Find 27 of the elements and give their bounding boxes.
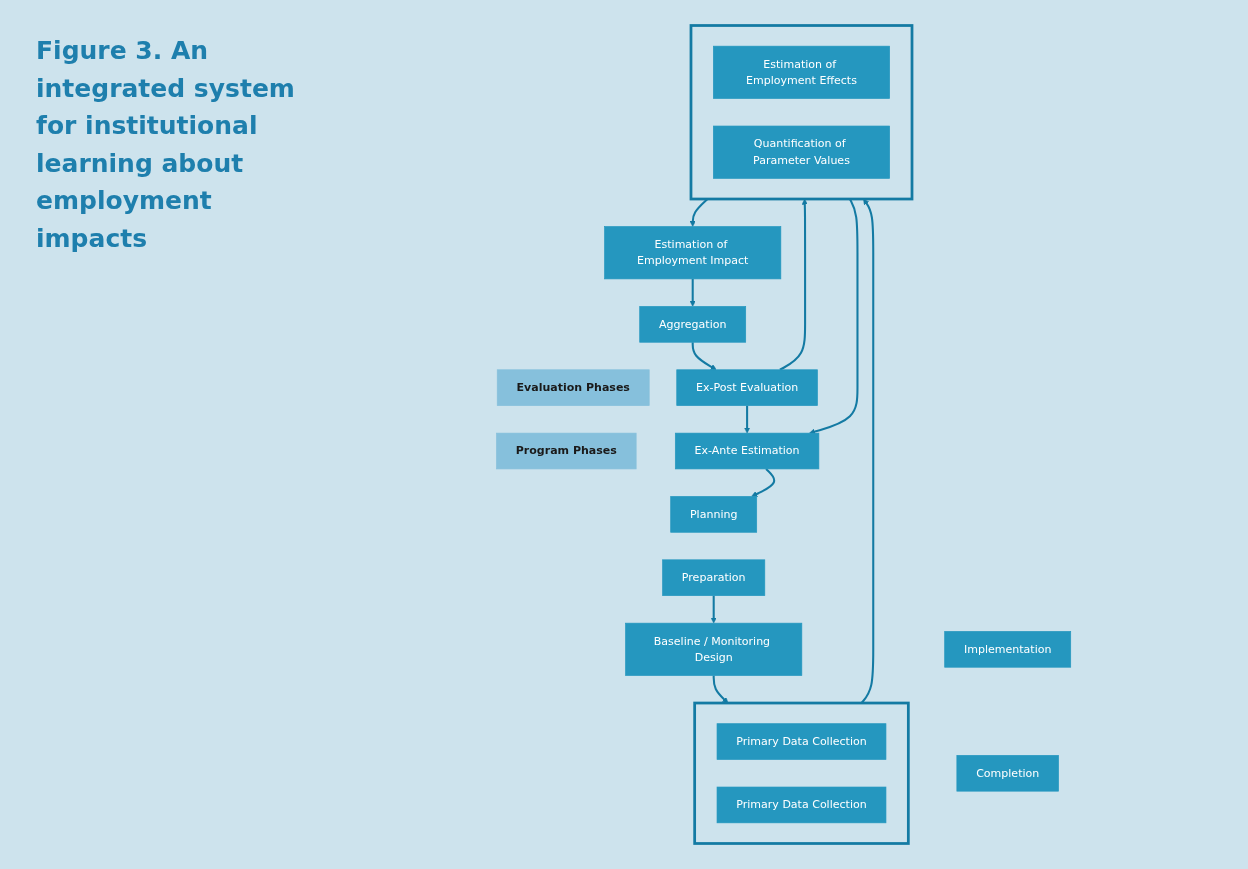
node-box: Baseline / Monitoring Design bbox=[625, 622, 803, 676]
arrow bbox=[713, 675, 729, 704]
arrow bbox=[809, 198, 859, 435]
arrow bbox=[744, 405, 751, 434]
node-box: Planning bbox=[670, 496, 758, 533]
node-box: Implementation bbox=[944, 631, 1072, 668]
node-box: Primary Data Collection bbox=[717, 723, 887, 760]
arrow bbox=[711, 595, 718, 624]
node-box: Primary Data Collection bbox=[717, 786, 887, 824]
figure-title: Figure 3. An integrated system for institutional learning about employment impacts bbox=[36, 35, 296, 255]
node-box: Estimation of Employment Impact bbox=[604, 226, 782, 280]
node-box: Ex-Post Evaluation bbox=[676, 369, 819, 406]
arrow bbox=[692, 342, 717, 371]
arrow bbox=[690, 198, 709, 227]
node-box: Estimation of Employment Effects bbox=[713, 45, 891, 99]
node-box: Quantification of Parameter Values bbox=[713, 125, 891, 179]
node-box: Program Phases bbox=[496, 432, 637, 470]
arrow bbox=[861, 198, 875, 704]
node-box: Evaluation Phases bbox=[497, 369, 650, 406]
cluster bbox=[693, 701, 911, 845]
node-box: Completion bbox=[956, 755, 1060, 792]
node-box: Ex-Ante Estimation bbox=[675, 432, 820, 470]
node-box: Preparation bbox=[662, 559, 766, 596]
cluster bbox=[690, 24, 914, 201]
arrow bbox=[690, 278, 697, 307]
arrow bbox=[779, 198, 809, 371]
node-box: Aggregation bbox=[639, 306, 747, 343]
